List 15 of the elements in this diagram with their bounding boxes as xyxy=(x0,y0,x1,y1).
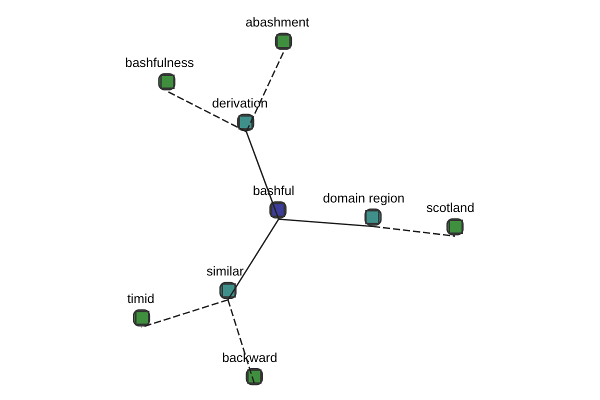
node-label: domain region xyxy=(322,190,404,206)
connector xyxy=(278,218,373,228)
connector xyxy=(372,226,455,237)
connector xyxy=(166,90,246,132)
connector xyxy=(140,299,228,328)
node-label: abashment xyxy=(244,14,309,30)
connector xyxy=(245,50,284,132)
node-label: bashfulness xyxy=(124,55,194,70)
node-label: backward xyxy=(222,350,277,365)
node-label: scotland xyxy=(426,200,474,216)
node-label: similar xyxy=(206,264,244,279)
connector xyxy=(226,218,279,300)
node-label: timid xyxy=(126,291,154,306)
connector xyxy=(226,300,256,386)
node-label: derivation xyxy=(211,96,268,111)
